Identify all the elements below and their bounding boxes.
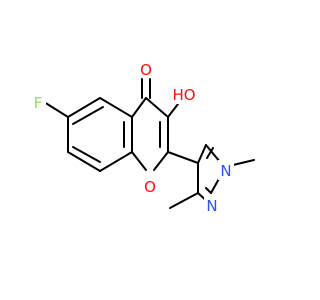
bond <box>197 144 207 164</box>
bond <box>169 192 199 209</box>
bond <box>205 187 212 194</box>
molecule-canvas: O HO F O N N <box>30 58 255 215</box>
bond <box>72 106 104 125</box>
bond <box>99 97 133 118</box>
bond <box>131 151 147 171</box>
bond <box>67 97 101 118</box>
atom-label-pyrazole-n1: N <box>220 162 231 180</box>
molecule-structure: O HO F O N N <box>30 58 255 215</box>
bond <box>167 151 199 164</box>
atom-label-pyrazole-n2: N <box>206 197 217 215</box>
atom-labels: O HO F O N N <box>30 58 234 215</box>
atom-label-fluorine: F <box>34 94 43 112</box>
bond <box>167 103 179 118</box>
bond <box>72 146 101 163</box>
bond <box>153 151 169 171</box>
bond <box>43 101 69 118</box>
bond <box>99 151 133 172</box>
atom-label-ring-oxygen: O <box>144 178 156 196</box>
bond <box>206 147 214 159</box>
bond <box>131 97 147 118</box>
atom-label-hydroxyl: HO <box>172 86 195 104</box>
bond <box>145 97 169 118</box>
bond <box>67 151 101 172</box>
atom-label-carbonyl-oxygen: O <box>140 61 152 79</box>
